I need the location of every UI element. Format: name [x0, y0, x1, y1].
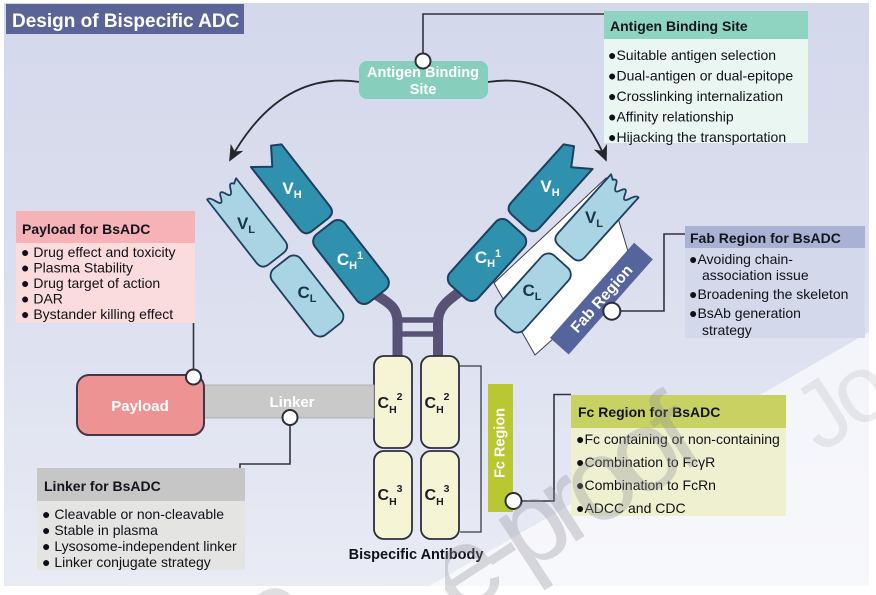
svg-text:●BsAb generation: ●BsAb generation — [689, 305, 801, 321]
svg-text:● Bystander killing effect: ● Bystander killing effect — [21, 306, 173, 322]
svg-text:CH1: CH1 — [337, 250, 363, 272]
svg-text:Antigen Binding Site: Antigen Binding Site — [610, 18, 748, 34]
svg-text:Fc Region for BsADC: Fc Region for BsADC — [578, 404, 720, 420]
svg-text:● Linker conjugate strategy: ● Linker conjugate strategy — [42, 554, 211, 570]
svg-text:Linker for BsADC: Linker for BsADC — [44, 478, 161, 494]
svg-text:association issue: association issue — [702, 267, 809, 283]
svg-text:●Suitable antigen selection: ●Suitable antigen selection — [608, 47, 776, 63]
svg-text:Site: Site — [410, 82, 437, 98]
svg-text:CH1: CH1 — [475, 248, 501, 270]
svg-text:●Hijacking the transportation: ●Hijacking the transportation — [608, 129, 786, 145]
svg-text:●Broadening the skeleton: ●Broadening the skeleton — [689, 286, 848, 302]
svg-text:Payload for BsADC: Payload for BsADC — [22, 221, 150, 237]
svg-text:Bispecific Antibody: Bispecific Antibody — [349, 547, 484, 563]
svg-text:● DAR: ● DAR — [21, 291, 63, 307]
svg-text:●Crosslinking internalization: ●Crosslinking internalization — [608, 88, 783, 104]
svg-text:●Fc containing or non-containi: ●Fc containing or non-containing — [576, 431, 780, 447]
svg-text:●Affinity relationship: ●Affinity relationship — [608, 109, 734, 125]
svg-text:Payload: Payload — [111, 398, 169, 415]
svg-text:● Cleavable or non-cleavable: ● Cleavable or non-cleavable — [42, 506, 224, 522]
svg-text:● Drug target of action: ● Drug target of action — [21, 275, 160, 291]
svg-text:Antigen Binding: Antigen Binding — [367, 65, 479, 81]
svg-text:● Plasma Stability: ● Plasma Stability — [21, 260, 133, 276]
svg-text:● Drug effect and toxicity: ● Drug effect and toxicity — [21, 244, 176, 260]
svg-text:Fc Region: Fc Region — [492, 408, 508, 478]
svg-text:●Dual-antigen or dual-epitope: ●Dual-antigen or dual-epitope — [608, 68, 793, 84]
svg-text:Design of Bispecific ADC: Design of Bispecific ADC — [12, 11, 240, 32]
svg-text:●Avoiding chain-: ●Avoiding chain- — [689, 251, 793, 267]
svg-text:● Stable in plasma: ● Stable in plasma — [42, 522, 158, 538]
svg-text:●ADCC and CDC: ●ADCC and CDC — [576, 500, 686, 516]
svg-text:● Lysosome-independent linker: ● Lysosome-independent linker — [42, 538, 237, 554]
svg-text:●Combination to FcγR: ●Combination to FcγR — [576, 454, 715, 470]
svg-text:Linker: Linker — [269, 394, 314, 411]
svg-text:Fab Region for BsADC: Fab Region for BsADC — [690, 230, 841, 246]
svg-text:●Combination to FcRn: ●Combination to FcRn — [576, 477, 716, 493]
svg-text:strategy: strategy — [702, 322, 752, 338]
